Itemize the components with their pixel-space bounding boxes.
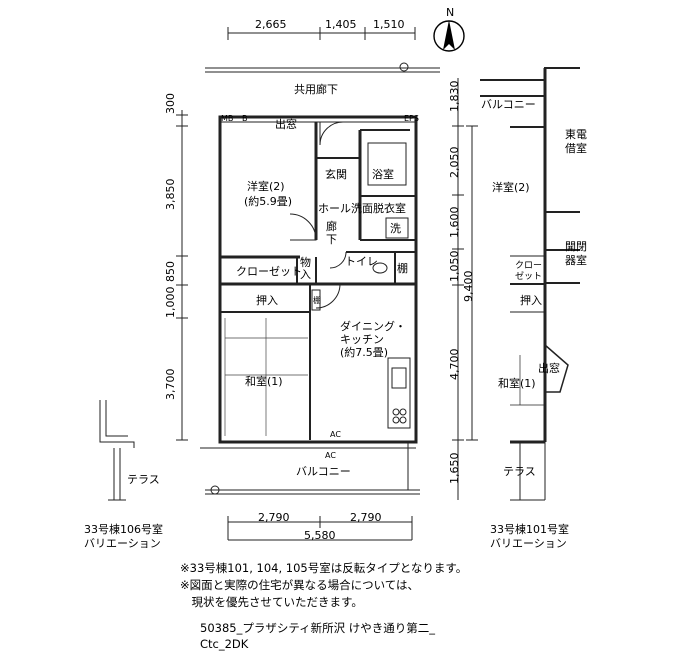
dim-left-4: 1,000 [164,286,177,319]
label-entrance: 玄関 [325,168,347,181]
label-oshiire: 押入 [256,294,278,307]
label-washroom: 洗面脱衣室 [351,202,406,215]
dim-right-2: 2,050 [448,146,461,179]
label-closet: クローゼット [236,265,302,278]
dim-right-5: 4,700 [448,348,461,381]
label-storage-2: 入 [300,268,311,281]
label-shelf-small: 棚 [313,296,321,305]
dim-top-2: 1,405 [325,18,357,31]
dim-right-4: 1,050 [448,250,461,283]
note-line-1: ※33号棟101, 104, 105号室は反転タイプとなります。 [180,561,468,575]
caption-right-1: 33号棟101号室 [490,523,569,536]
label-var-terrace: テラス [503,465,536,478]
main-walls [218,115,418,444]
label-var-japanese: 和室(1) [498,377,536,390]
label-terrace-left: テラス [127,473,160,486]
dim-bottom-2: 2,790 [350,511,382,524]
label-var-switch-1: 開閉 [565,240,587,253]
label-corridor: 共用廊下 [294,83,338,96]
label-japanese-room: 和室(1) [245,375,283,388]
label-hall: ホール [318,202,351,215]
note-line-3: 現状を優先させていただきます。 [180,595,363,609]
label-dining-1: ダイニング・ [340,320,406,333]
label-dining-3: (約7.5畳) [340,346,389,359]
label-var-toden-2: 借室 [565,142,587,155]
label-var-toden-1: 東電 [565,128,587,141]
note-line-5: Ctc_2DK [200,637,249,651]
doors [289,121,347,309]
balcony [200,442,420,495]
label-var-balcony: バルコニー [481,98,536,111]
caption-left-2: バリエーション [84,537,161,550]
label-window-top: 出窓 [275,118,297,131]
label-var-switch-2: 器室 [565,254,587,267]
label-var-western: 洋室(2) [492,181,530,194]
label-toilet: トイレ [345,255,378,268]
terrace-variation-left [99,400,135,501]
dim-left-3: 850 [164,261,177,282]
label-storage-1: 物 [300,256,311,269]
label-ac-2: AC [325,451,336,460]
dim-right-6: 1,650 [448,452,461,485]
dim-right-1: 1,830 [448,80,461,113]
caption-right-2: バリエーション [490,537,567,550]
compass [433,20,465,52]
caption-left-1: 33号棟106号室 [84,523,163,536]
label-var-window: 出窓 [538,362,560,375]
label-western-room-area: (約5.9畳) [244,195,293,208]
note-line-2: ※図面と実際の住宅が異なる場合については、 [180,578,420,592]
label-b: B [242,114,248,123]
tatami-lines [224,318,308,436]
compass-north-label: N [446,6,455,19]
dim-left-2: 3,850 [164,178,177,211]
variation-plan-right [480,67,580,501]
dim-bottom-total: 5,580 [304,529,336,542]
dim-right-3: 1,600 [448,206,461,239]
dim-top-3: 1,510 [373,18,405,31]
label-shelf: 棚 [397,262,408,275]
label-washer: 洗 [390,222,401,235]
label-western-room: 洋室(2) [247,180,285,193]
label-bath: 浴室 [372,168,394,181]
label-ac-1: AC [330,430,341,439]
label-corridor-room-2: 下 [326,233,337,246]
label-var-oshiire: 押入 [520,294,542,307]
note-line-4: 50385_プラザシティ新所沢 けやき通り第二_ [200,621,436,635]
label-corridor-room-1: 廊 [326,220,337,233]
dim-top-1: 2,665 [255,18,287,31]
label-dining-2: キッチン [340,333,384,346]
label-eps: EPS [404,114,419,123]
dim-left-1: 300 [164,93,177,114]
dim-total: 9,400 [462,270,475,303]
label-var-closet-2: ゼット [515,272,543,282]
label-mb: MB [221,114,234,123]
dim-left-5: 3,700 [164,368,177,401]
label-balcony: バルコニー [296,465,351,478]
label-var-closet-1: クロー [515,261,543,271]
dim-bottom-1: 2,790 [258,511,290,524]
